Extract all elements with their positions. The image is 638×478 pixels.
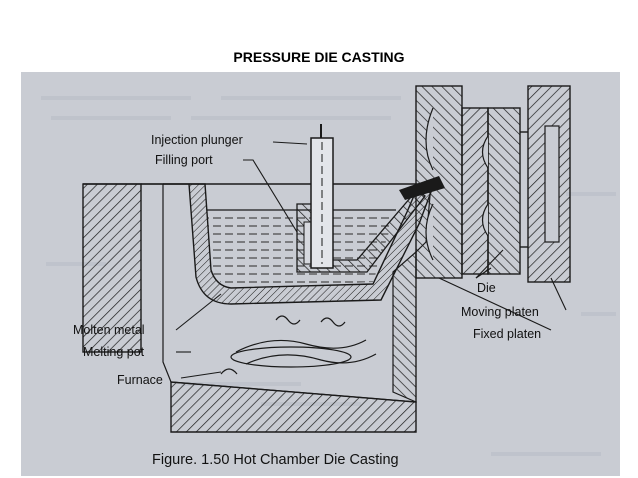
die <box>461 107 521 275</box>
label-furnace: Furnace <box>117 373 163 387</box>
fixed-platen <box>415 85 463 279</box>
slide-title: PRESSURE DIE CASTING <box>233 49 405 65</box>
label-injection-plunger: Injection plunger <box>151 133 243 147</box>
label-moving-platen: Moving platen <box>461 305 539 319</box>
left-wall <box>82 183 142 353</box>
leader-lines <box>175 141 567 379</box>
figure-caption: Figure. 1.50 Hot Chamber Die Casting <box>152 452 399 468</box>
injection-plunger <box>310 124 334 269</box>
hot-chamber-diagram: Injection plunger Filling port Molten me… <box>41 85 616 468</box>
label-fixed-platen: Fixed platen <box>473 327 541 341</box>
label-melting-pot: Melting pot <box>83 345 145 359</box>
furnace-base <box>170 381 417 433</box>
moving-platen <box>520 85 571 283</box>
figure-scan: Injection plunger Filling port Molten me… <box>21 72 620 476</box>
label-molten-metal: Molten metal <box>73 323 145 337</box>
furnace-flames <box>220 315 377 375</box>
label-filling-port: Filling port <box>155 153 213 167</box>
label-die: Die <box>477 281 496 295</box>
